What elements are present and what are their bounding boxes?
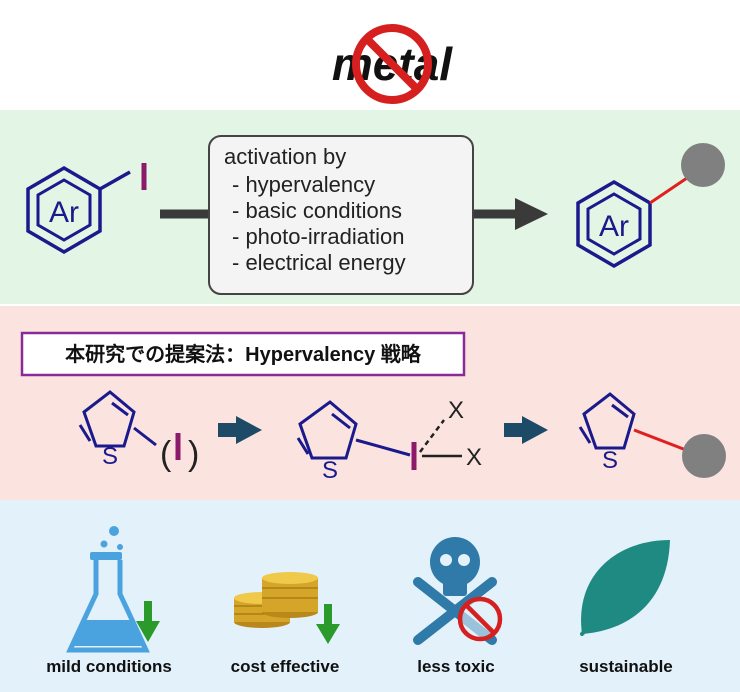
aryl-iodide-molecule: Ar [26, 163, 147, 255]
leaf-icon [580, 540, 670, 636]
skull-crossbones-icon [413, 537, 503, 645]
sulfur-label: S [602, 447, 618, 474]
activation-box: activation by - hypervalency - basic con… [208, 135, 474, 295]
hypervalent-iodine-molecule: S X X [296, 397, 482, 484]
aryl-label: Ar [49, 196, 79, 229]
activation-item: - basic conditions [232, 198, 402, 223]
activation-title: activation by [224, 144, 346, 169]
benefit-caption: less toxic [417, 657, 495, 676]
mild-conditions-icon [66, 526, 160, 653]
thiophene-product-molecule: S [578, 392, 726, 478]
coupling-partner-ball [682, 434, 726, 478]
paren-open: ( [160, 435, 172, 473]
benefit-caption: cost effective [231, 657, 340, 676]
iodothiophene-molecule: S ( ) [78, 390, 199, 473]
product-aryl-label: Ar [599, 210, 629, 243]
no-sign-icon [457, 596, 503, 642]
sulfur-label: S [322, 457, 338, 484]
coupling-partner-ball [681, 143, 725, 187]
ligand-label: X [466, 444, 482, 471]
reaction-arrow [504, 416, 548, 444]
reaction-arrow [218, 416, 262, 444]
new-bond [633, 428, 687, 452]
new-bond [649, 176, 688, 205]
metal-free-title: metal [332, 24, 453, 104]
activation-item: - electrical energy [232, 250, 406, 275]
paren-close: ) [188, 435, 199, 473]
arylated-product-molecule: Ar [576, 143, 725, 269]
benefit-caption: mild conditions [46, 657, 172, 676]
activation-item: - hypervalency [232, 172, 375, 197]
coins-icon [234, 572, 340, 644]
activation-item: - photo-irradiation [232, 224, 404, 249]
ligand-label: X [448, 397, 464, 424]
proposal-label-box: 本研究での提案法：Hypervalency 戦略 [20, 331, 466, 377]
sulfur-label: S [102, 443, 118, 470]
no-sign-icon [352, 24, 432, 104]
proposal-label: 本研究での提案法：Hypervalency 戦略 [65, 342, 422, 366]
benefit-caption: sustainable [579, 657, 673, 676]
